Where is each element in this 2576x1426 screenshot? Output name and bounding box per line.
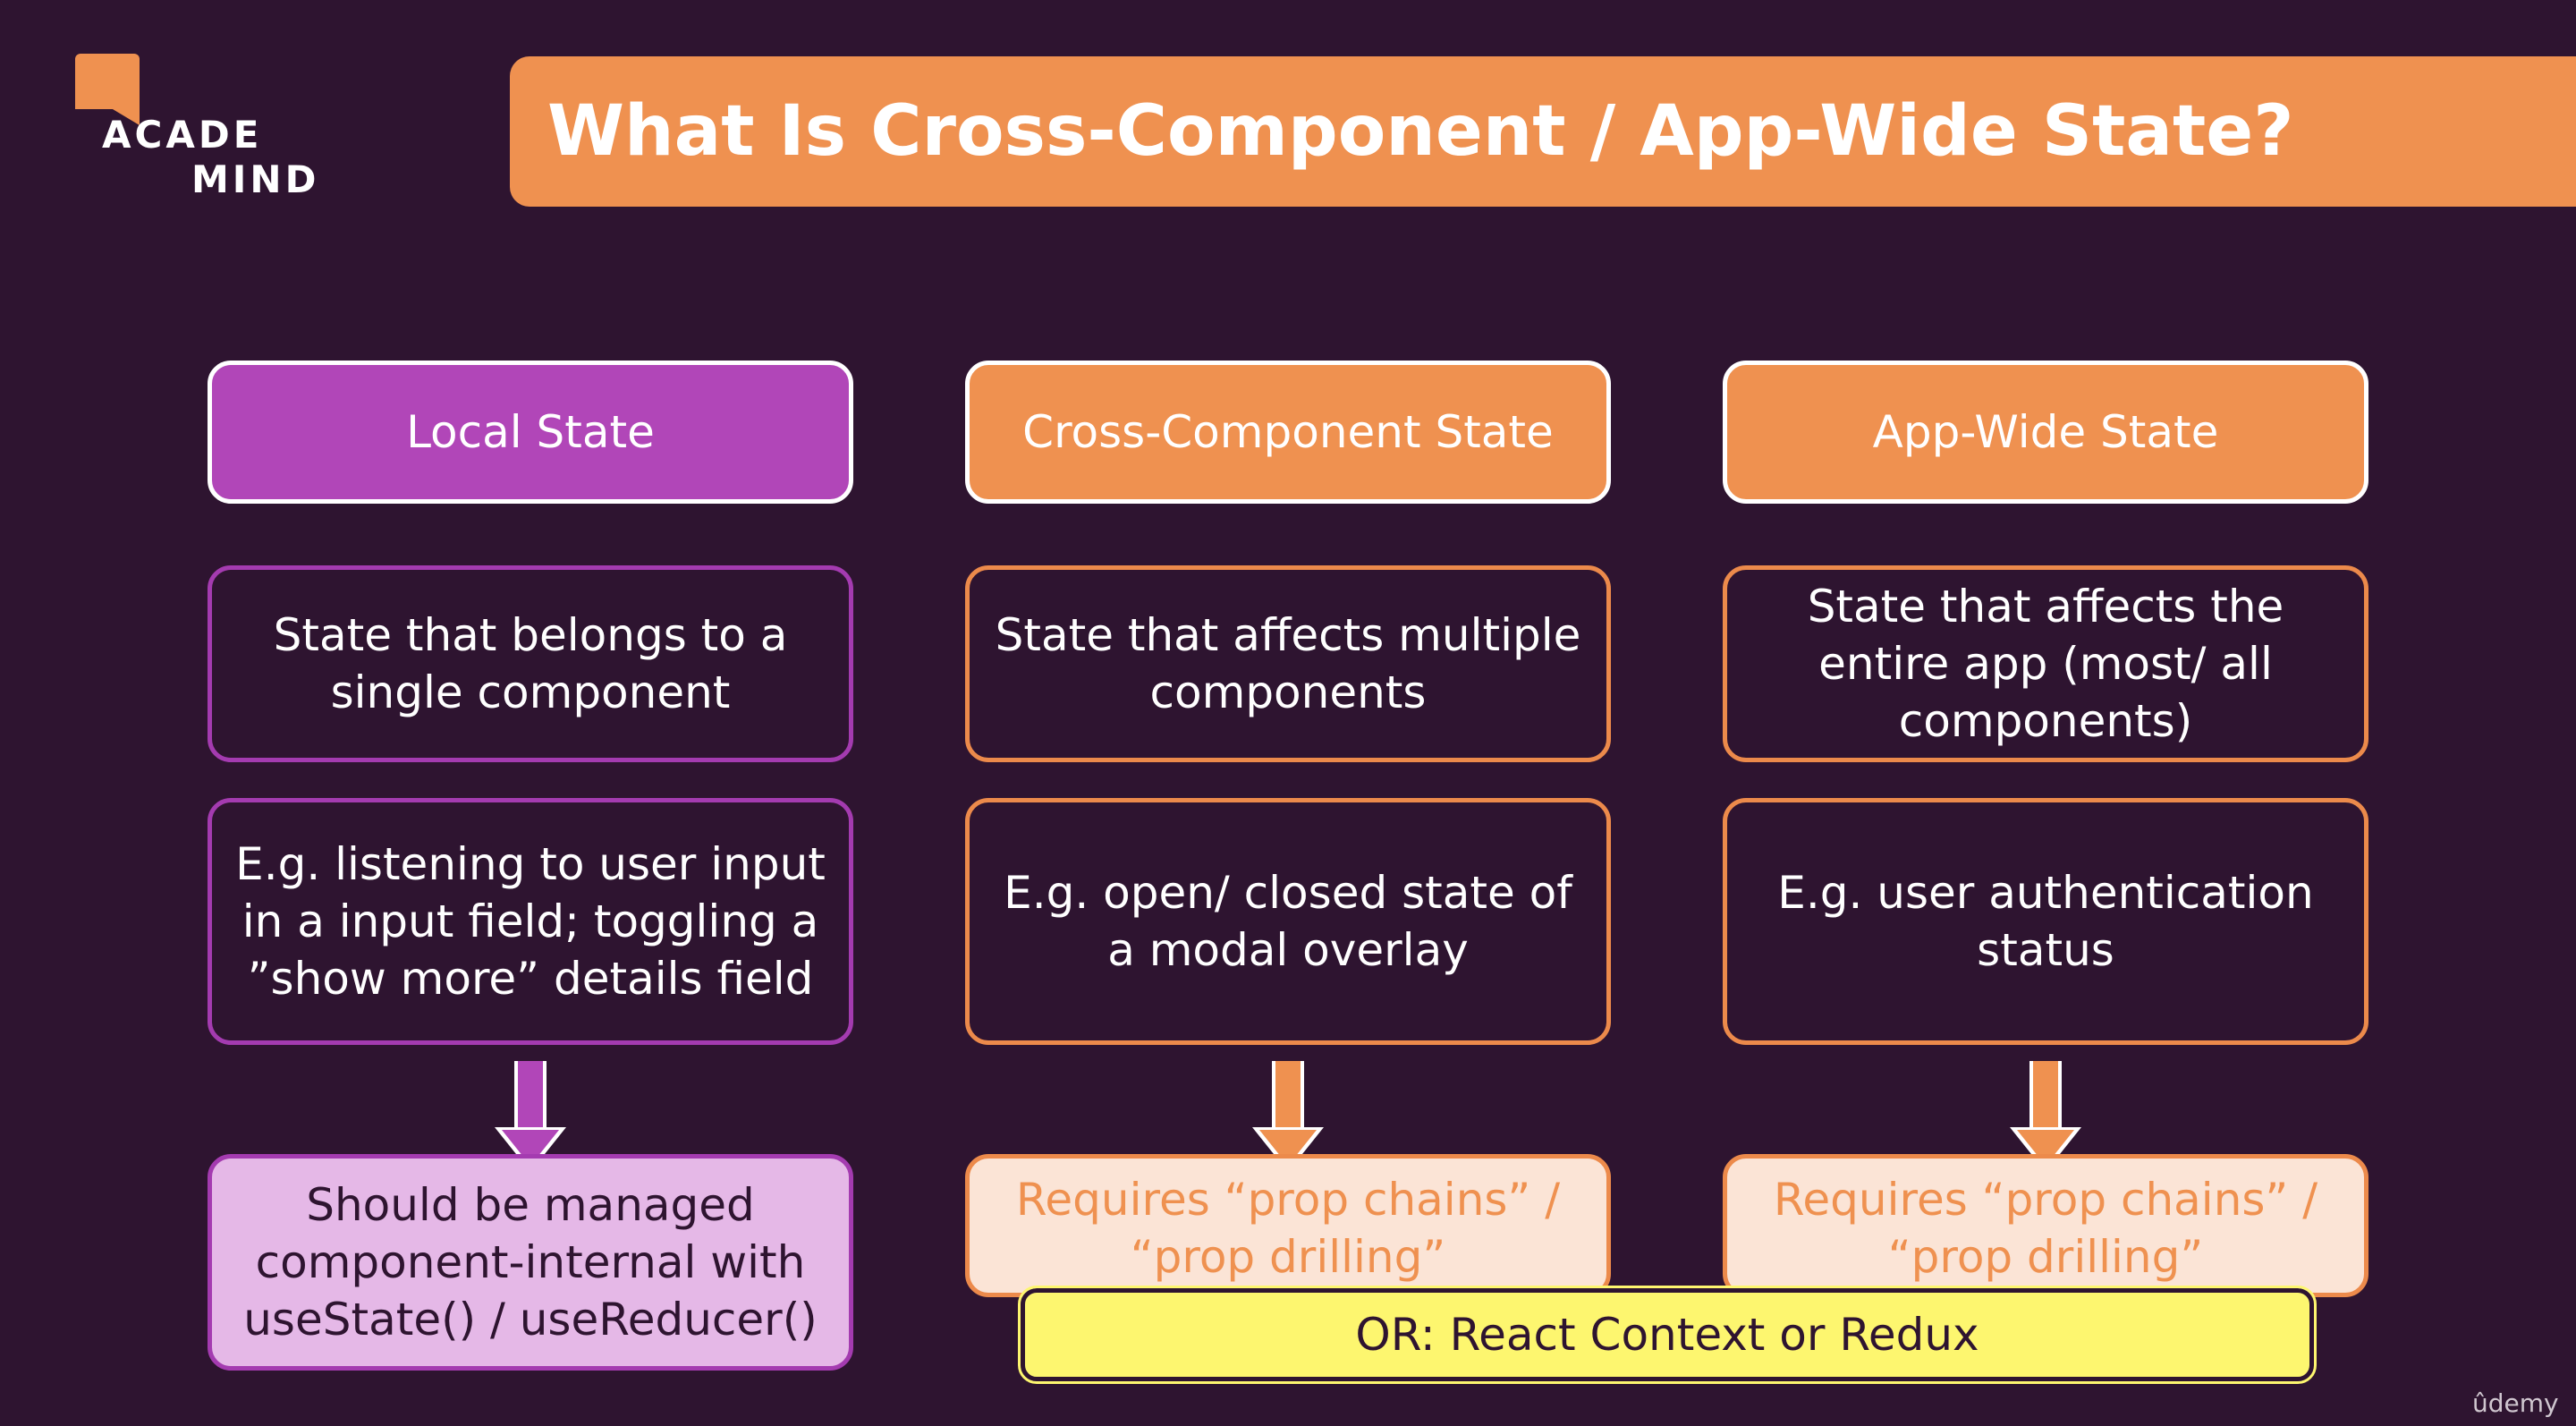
cross-component-state-result: Requires “prop chains” / “prop drilling” xyxy=(965,1154,1611,1297)
cross-component-state-header: Cross-Component State xyxy=(965,361,1611,504)
local-state-example: E.g. listening to user input in a input … xyxy=(208,798,853,1045)
academind-logo: ACADE MIND xyxy=(72,54,331,206)
local-state-result: Should be managed component-internal wit… xyxy=(208,1154,853,1371)
app-wide-state-description: State that affects the entire app (most/… xyxy=(1723,565,2368,762)
app-wide-state-header: App-Wide State xyxy=(1723,361,2368,504)
logo-text-line2: MIND xyxy=(191,157,320,201)
alternative-solution-banner: OR: React Context or Redux xyxy=(1018,1286,2317,1384)
app-wide-state-result: Requires “prop chains” / “prop drilling” xyxy=(1723,1154,2368,1297)
cross-component-state-example: E.g. open/ closed state of a modal overl… xyxy=(965,798,1611,1045)
cross-component-state-down-arrow-icon xyxy=(1252,1061,1324,1172)
logo-text-line1: ACADE xyxy=(102,113,263,157)
local-state-header: Local State xyxy=(208,361,853,504)
cross-component-state-description: State that affects multiple components xyxy=(965,565,1611,762)
slide-title: What Is Cross-Component / App-Wide State… xyxy=(547,91,2294,172)
logo-bookmark-icon xyxy=(75,54,140,125)
title-banner: What Is Cross-Component / App-Wide State… xyxy=(510,56,2576,207)
local-state-description: State that belongs to a single component xyxy=(208,565,853,762)
app-wide-state-example: E.g. user authentication status xyxy=(1723,798,2368,1045)
udemy-watermark: ûdemy xyxy=(2472,1388,2559,1418)
